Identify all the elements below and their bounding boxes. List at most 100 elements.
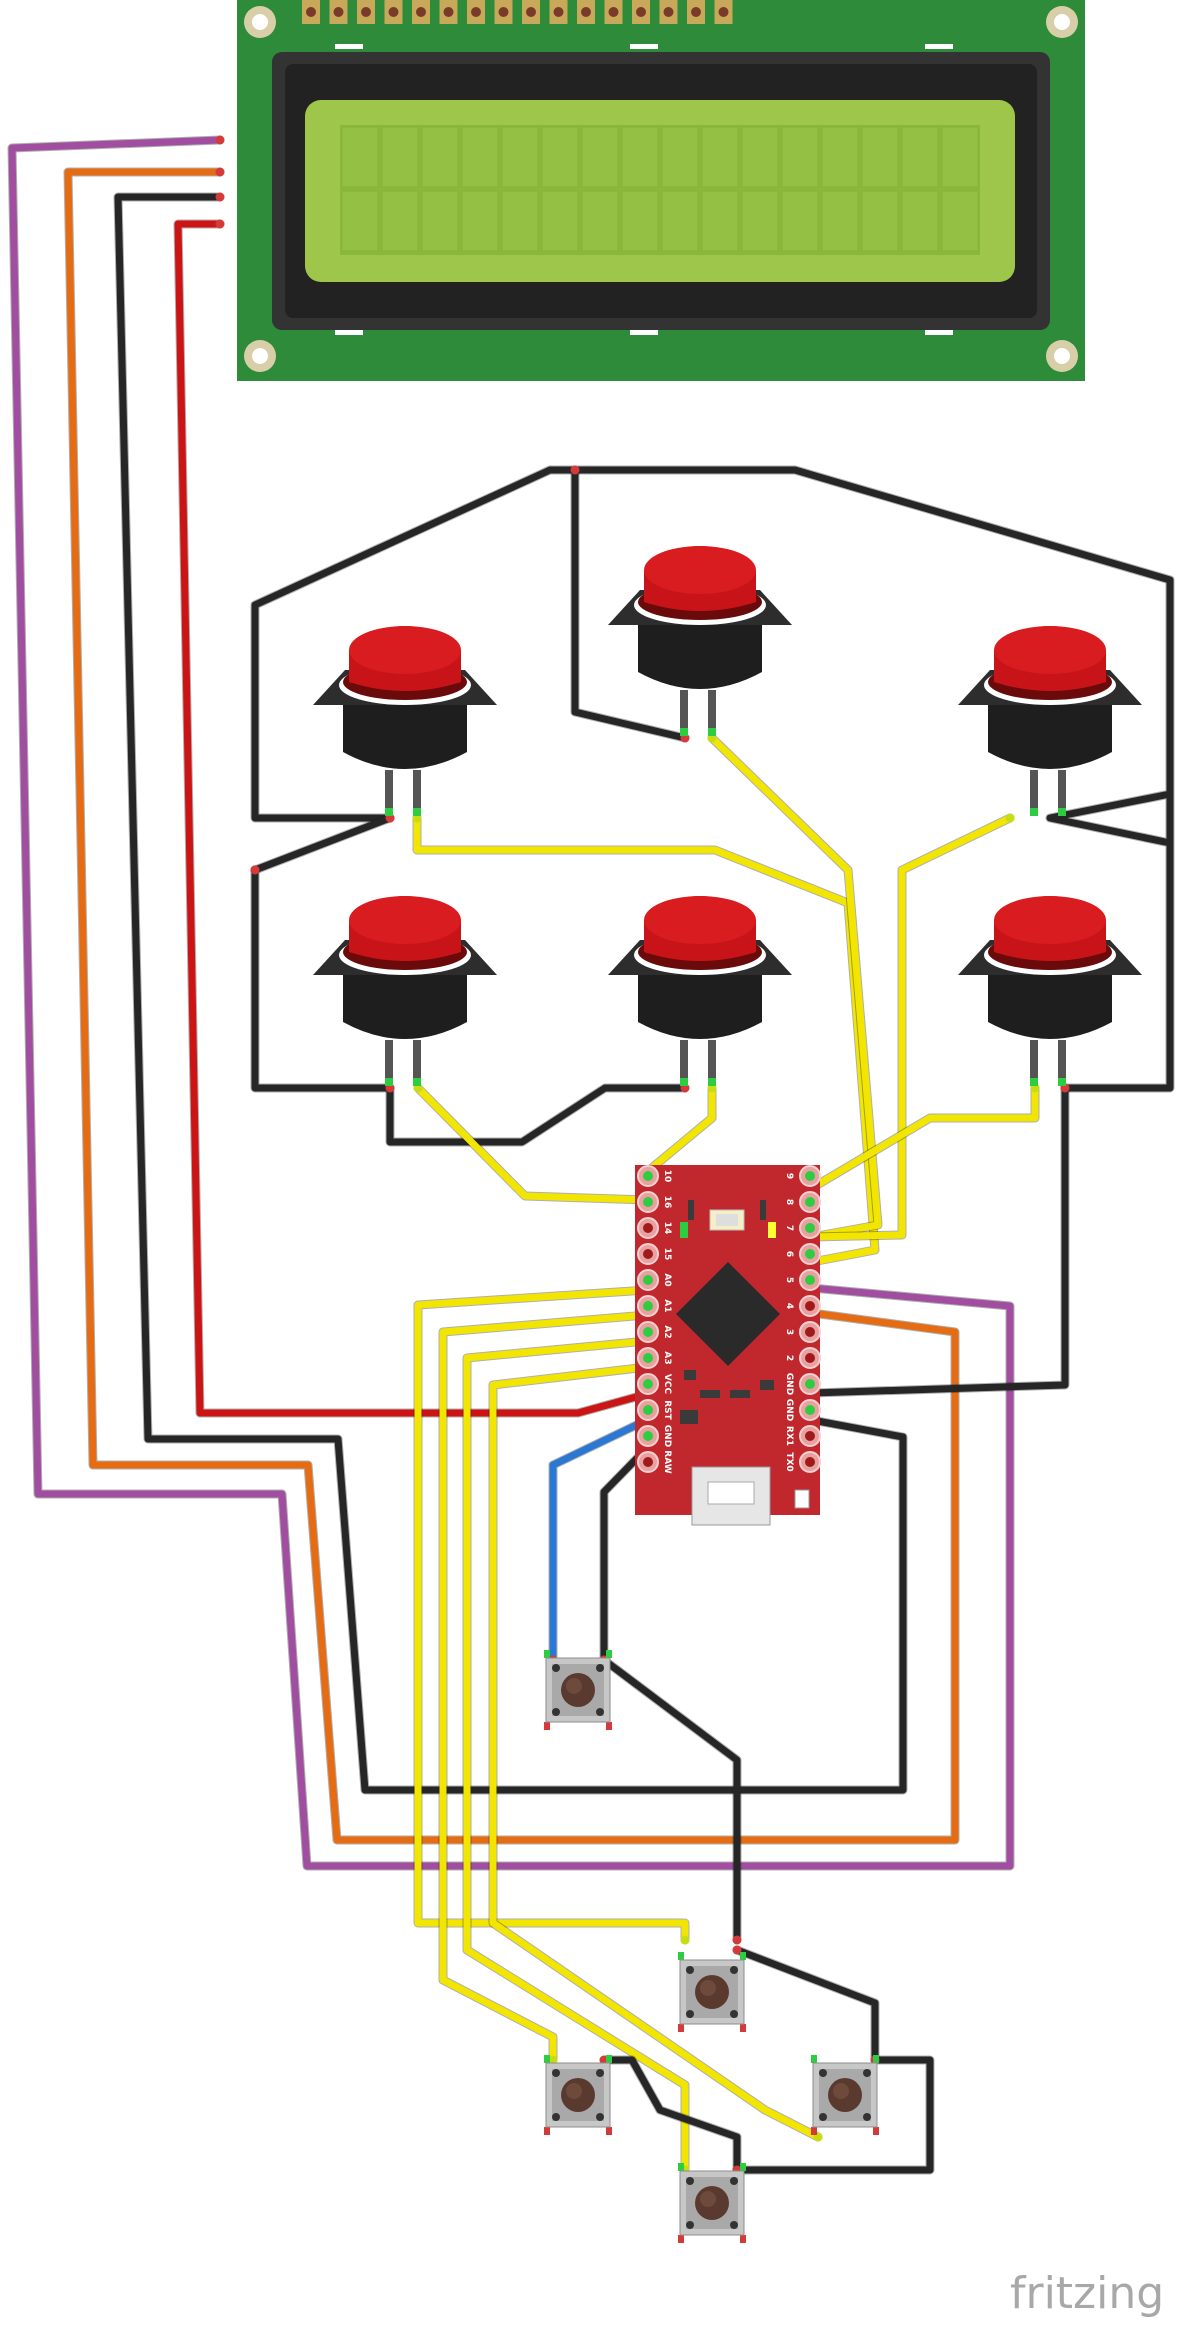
lcd-cell — [701, 190, 739, 252]
lcd-cell — [741, 126, 779, 188]
lcd-pin-hole — [388, 7, 399, 17]
arcade-button — [958, 896, 1142, 1086]
arcade-button — [608, 546, 792, 736]
board-pin-headers: 10161415A0A1A2A3VCCRSTGNDRAW98765432GNDG… — [637, 1165, 821, 1474]
lcd-cell — [461, 126, 499, 188]
lcd-pin-hole — [471, 7, 481, 17]
wire-shadow — [732, 1945, 880, 2065]
lcd-cell — [741, 190, 779, 252]
board-pin-label: 16 — [662, 1196, 672, 1209]
board-pin-label: A0 — [662, 1273, 672, 1286]
lcd-pin-hole — [416, 7, 426, 17]
lcd-cell — [581, 190, 619, 252]
wire — [439, 1311, 651, 2064]
board-pin-label: 2 — [784, 1355, 794, 1361]
board-pin-label: 6 — [784, 1251, 794, 1257]
arcade-button — [958, 626, 1142, 816]
lcd-cell — [781, 190, 819, 252]
board-pin-label: 14 — [662, 1222, 672, 1235]
arcade-buttons — [313, 546, 1142, 1086]
wire-endpoint — [215, 167, 225, 177]
lcd-pin-hole — [581, 7, 591, 17]
lcd-cell — [501, 126, 539, 188]
board-pin-label: A1 — [662, 1299, 672, 1312]
tactile-button — [811, 2055, 879, 2135]
board-pin-label: 9 — [784, 1173, 794, 1179]
wire — [733, 2056, 934, 2174]
usb-port — [691, 1466, 771, 1526]
lcd-cell — [701, 126, 739, 188]
board-pin-label: GND — [784, 1373, 794, 1395]
wire-shadow — [113, 192, 908, 1795]
lcd-cell — [901, 126, 939, 188]
lcd-cell — [621, 190, 659, 252]
lcd-cell — [501, 190, 539, 252]
lcd-pin-hole — [333, 7, 344, 17]
wire-shadow — [438, 1310, 652, 2065]
lcd-cell — [421, 126, 459, 188]
lcd-pin-hole — [691, 7, 701, 17]
wire — [251, 466, 1174, 1092]
lcd-pin-row — [302, 0, 733, 24]
lcd-pin-hole — [718, 7, 729, 17]
wire — [8, 136, 1014, 1870]
tactile-buttons — [544, 1650, 879, 2243]
lcd-cell — [341, 190, 379, 252]
lcd-cell — [661, 126, 699, 188]
board-pin-label: RX1 — [784, 1426, 794, 1446]
wire — [413, 814, 879, 1266]
arcade-button — [313, 626, 497, 816]
wire — [808, 814, 1014, 1241]
wire — [251, 814, 394, 874]
wire — [386, 1084, 689, 1146]
wire — [114, 193, 907, 1794]
tactile-button — [678, 1952, 746, 2032]
wire-endpoint — [680, 1935, 690, 1945]
wire — [733, 1946, 879, 2064]
wires — [7, 135, 1175, 2175]
wire-shadow — [599, 1655, 742, 1945]
board-pin-label: VCC — [662, 1374, 672, 1395]
board-pin-label: A2 — [662, 1325, 672, 1338]
lcd-pin-hole — [443, 7, 454, 17]
wire — [251, 866, 394, 1092]
board-pin-label: 10 — [662, 1170, 672, 1183]
board-pin-label: 8 — [784, 1199, 794, 1205]
lcd-cell — [461, 190, 499, 252]
lcd-pin-hole — [526, 7, 536, 17]
wire-endpoint — [215, 135, 225, 145]
wire — [414, 1286, 689, 1944]
lcd-cell — [341, 126, 379, 188]
lcd-pin-hole — [361, 7, 371, 17]
lcd-cell — [901, 190, 939, 252]
lcd-cell — [781, 126, 819, 188]
wire-endpoint — [215, 192, 225, 202]
board-pin-label: 5 — [784, 1277, 794, 1283]
mcu-chip — [676, 1262, 780, 1366]
lcd-cell — [581, 126, 619, 188]
wire — [414, 1084, 651, 1204]
wire — [571, 466, 689, 742]
lcd-cell — [861, 126, 899, 188]
wire — [174, 220, 651, 1417]
wire — [808, 1084, 1069, 1397]
lcd-cell — [381, 126, 419, 188]
wire-endpoint — [1005, 813, 1015, 823]
board-pin-label: 4 — [784, 1303, 794, 1309]
lcd-cell — [861, 190, 899, 252]
lcd-pin-hole — [636, 7, 646, 17]
wire — [600, 2056, 741, 2174]
wire-endpoint — [548, 2055, 558, 2065]
lcd-cell — [421, 190, 459, 252]
fritzing-watermark: fritzing — [1010, 2268, 1164, 2319]
wire — [600, 1656, 741, 1944]
wire-endpoint — [732, 1935, 742, 1945]
wire — [808, 1084, 1039, 1192]
lcd-cell — [541, 126, 579, 188]
lcd-cell — [821, 190, 859, 252]
lcd-pin-hole — [306, 7, 316, 17]
lcd-cell — [621, 126, 659, 188]
lcd-cell — [941, 190, 979, 252]
wire — [549, 1416, 651, 1664]
